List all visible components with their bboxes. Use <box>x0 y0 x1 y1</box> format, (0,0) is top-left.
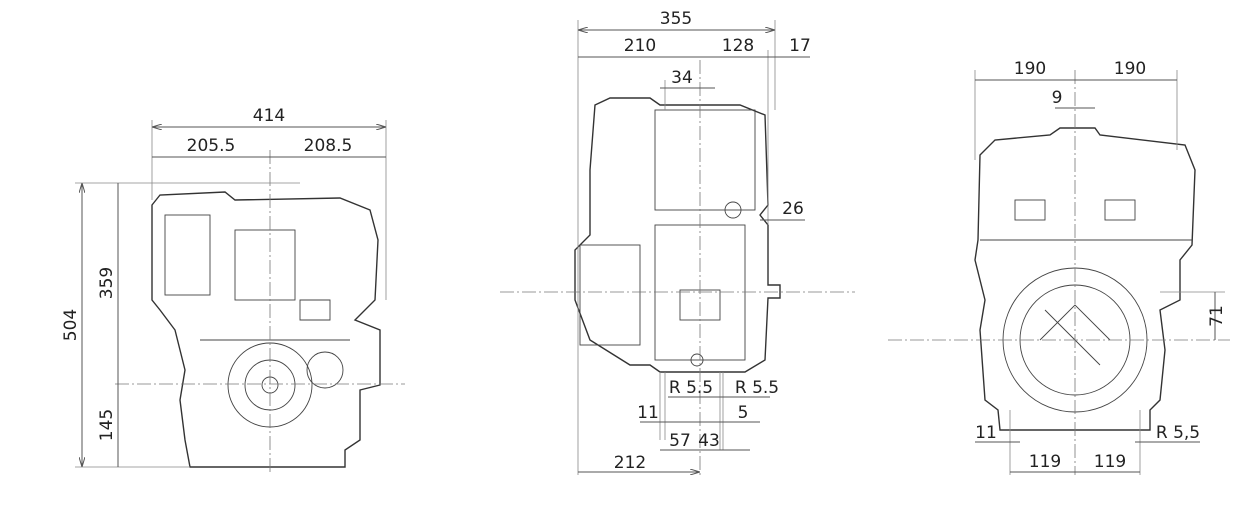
side-engine-outline <box>574 97 781 373</box>
side-length-b: 128 <box>722 36 754 56</box>
front-height-lower: 145 <box>97 409 117 441</box>
side-dim-57: 57 <box>669 431 691 451</box>
side-length-total: 355 <box>660 9 692 29</box>
side-offset-shaft: 26 <box>782 199 804 219</box>
front-view: 414 205.5 208.5 504 359 145 <box>61 106 405 475</box>
rear-base-left: 119 <box>1029 452 1061 472</box>
front-engine-outline <box>151 191 381 468</box>
side-radius-left: R 5.5 <box>669 378 713 398</box>
front-width-total: 414 <box>253 106 285 126</box>
rear-width-right: 190 <box>1114 59 1146 79</box>
side-offset-top: 34 <box>671 68 693 88</box>
front-width-right: 208.5 <box>304 136 353 156</box>
front-height-total: 504 <box>61 309 81 341</box>
side-dim-5: 5 <box>738 403 749 423</box>
rear-dim-11: 11 <box>975 423 997 443</box>
rear-width-left: 190 <box>1014 59 1046 79</box>
rear-radius: R 5,5 <box>1156 423 1200 443</box>
side-length-c: 17 <box>789 36 811 56</box>
front-height-upper: 359 <box>97 267 117 299</box>
rear-offset-top: 9 <box>1052 88 1063 108</box>
rear-base-right: 119 <box>1094 452 1126 472</box>
side-dim-43: 43 <box>698 431 720 451</box>
rear-view: 190 190 9 71 11 R 5,5 119 119 <box>888 59 1230 475</box>
side-view: 355 210 128 17 34 26 R 5.5 R 5.5 11 5 57… <box>500 9 855 475</box>
side-length-a: 210 <box>624 36 656 56</box>
front-width-left: 205.5 <box>187 136 236 156</box>
rear-height-shaft: 71 <box>1207 305 1227 327</box>
side-dim-212: 212 <box>614 453 646 473</box>
rear-engine-outline <box>974 127 1196 431</box>
side-dim-11: 11 <box>637 403 659 423</box>
side-radius-right: R 5.5 <box>735 378 779 398</box>
